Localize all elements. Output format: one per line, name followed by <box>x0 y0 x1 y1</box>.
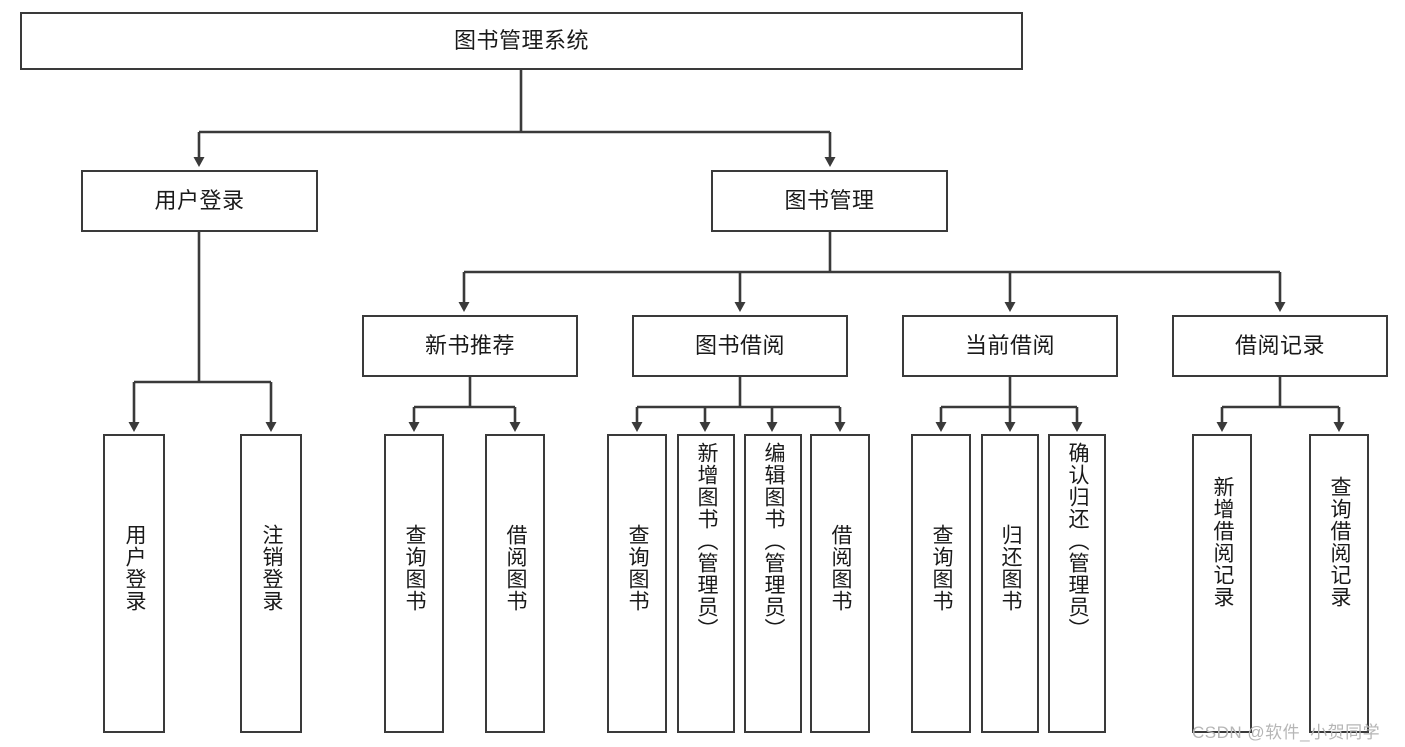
node-new-book-recommend[interactable]: 新书推荐 <box>362 315 578 377</box>
node-label: 借阅图书 <box>829 524 853 612</box>
csdn-watermark: CSDN @软件_小贺同学 <box>1192 723 1381 742</box>
node-borrow-record[interactable]: 借阅记录 <box>1172 315 1388 377</box>
node-leaf-user-login[interactable]: 用户登录 <box>103 434 165 733</box>
node-leaf-return-book[interactable]: 归还图书 <box>981 434 1039 733</box>
node-label: 用户登录 <box>123 524 147 612</box>
node-leaf-borrow-book[interactable]: 借阅图书 <box>810 434 870 733</box>
node-label: 新增借阅记录 <box>1211 476 1235 608</box>
node-label: 借阅图书 <box>504 524 528 612</box>
node-book-borrow[interactable]: 图书借阅 <box>632 315 848 377</box>
node-label: 用户登录 <box>154 188 245 214</box>
node-label: 查询图书 <box>930 524 954 612</box>
node-label: 查询图书 <box>403 524 427 612</box>
node-leaf-logout[interactable]: 注销登录 <box>240 434 302 733</box>
node-label: 新增图书（管理员） <box>695 442 719 640</box>
node-leaf-borrow-book-recommend[interactable]: 借阅图书 <box>485 434 545 733</box>
node-leaf-query-borrow-record[interactable]: 查询借阅记录 <box>1309 434 1369 733</box>
node-leaf-edit-book-admin[interactable]: 编辑图书（管理员） <box>744 434 802 733</box>
node-label: 图书管理系统 <box>453 28 589 54</box>
node-leaf-add-borrow-record[interactable]: 新增借阅记录 <box>1192 434 1252 733</box>
node-label: 查询图书 <box>626 524 650 612</box>
node-label: 查询借阅记录 <box>1328 476 1352 608</box>
node-root-system[interactable]: 图书管理系统 <box>20 12 1023 70</box>
node-label: 确认归还（管理员） <box>1066 442 1090 640</box>
node-leaf-confirm-return-admin[interactable]: 确认归还（管理员） <box>1048 434 1106 733</box>
node-leaf-query-book-recommend[interactable]: 查询图书 <box>384 434 444 733</box>
node-current-borrow[interactable]: 当前借阅 <box>902 315 1118 377</box>
node-label: 归还图书 <box>999 524 1023 612</box>
node-leaf-add-book-admin[interactable]: 新增图书（管理员） <box>677 434 735 733</box>
node-label: 新书推荐 <box>424 333 515 359</box>
node-label: 图书管理 <box>784 188 875 214</box>
node-leaf-query-book-current[interactable]: 查询图书 <box>911 434 971 733</box>
node-label: 编辑图书（管理员） <box>762 442 786 640</box>
node-label: 借阅记录 <box>1234 333 1325 359</box>
node-label: 注销登录 <box>260 524 284 612</box>
node-user-login[interactable]: 用户登录 <box>81 170 318 232</box>
node-book-management[interactable]: 图书管理 <box>711 170 948 232</box>
node-label: 图书借阅 <box>694 333 785 359</box>
node-leaf-query-book-borrow[interactable]: 查询图书 <box>607 434 667 733</box>
node-label: 当前借阅 <box>964 333 1055 359</box>
